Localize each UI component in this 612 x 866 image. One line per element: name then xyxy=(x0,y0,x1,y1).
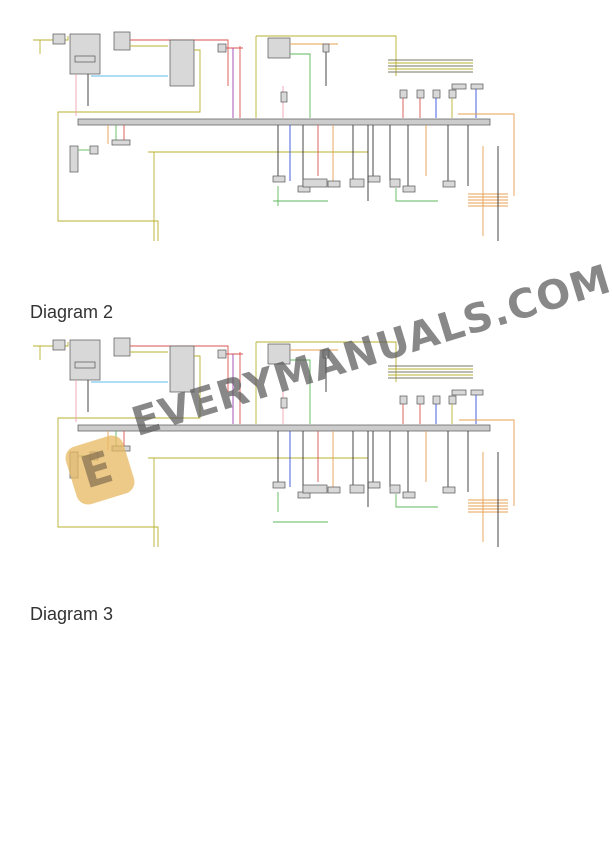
wire xyxy=(57,355,201,547)
component xyxy=(302,484,328,494)
diagram-2-heading: Diagram 2 xyxy=(30,302,114,322)
wire xyxy=(395,494,438,508)
component xyxy=(89,145,99,155)
wire xyxy=(33,36,69,41)
component xyxy=(69,451,79,479)
component xyxy=(217,349,227,359)
wiring-diagram-1 xyxy=(33,31,515,241)
component xyxy=(448,89,457,99)
component xyxy=(169,345,195,393)
component xyxy=(367,175,381,183)
component xyxy=(272,481,286,489)
component xyxy=(442,180,456,188)
component xyxy=(442,486,456,494)
main-harness-bus xyxy=(77,118,491,126)
component xyxy=(280,397,288,409)
component xyxy=(470,83,484,90)
component xyxy=(302,178,328,188)
component xyxy=(74,361,96,369)
component xyxy=(451,83,467,90)
component xyxy=(367,481,381,489)
component xyxy=(349,484,365,494)
component xyxy=(111,139,131,146)
component xyxy=(52,33,66,45)
component xyxy=(402,185,416,193)
component xyxy=(416,89,425,99)
component xyxy=(69,33,101,75)
component xyxy=(69,145,79,173)
component xyxy=(169,39,195,87)
wire xyxy=(459,419,515,506)
component xyxy=(470,389,484,396)
wire xyxy=(458,113,515,196)
component xyxy=(89,451,99,461)
component xyxy=(272,175,286,183)
component xyxy=(399,89,408,99)
component xyxy=(402,491,416,499)
component xyxy=(389,178,401,188)
component xyxy=(389,484,401,494)
component xyxy=(267,37,291,59)
wire xyxy=(57,49,201,241)
component xyxy=(74,55,96,63)
component xyxy=(113,31,131,51)
wire xyxy=(395,188,438,202)
wire xyxy=(130,39,229,86)
component xyxy=(217,43,227,53)
component xyxy=(267,343,291,365)
component xyxy=(448,395,457,405)
main-harness-bus xyxy=(77,424,491,432)
diagram-3-heading: Diagram 3 xyxy=(30,604,114,624)
component xyxy=(322,43,330,53)
component xyxy=(451,389,467,396)
component xyxy=(52,339,66,351)
component xyxy=(69,339,101,381)
component xyxy=(432,89,441,99)
component xyxy=(349,178,365,188)
component xyxy=(327,180,341,188)
component xyxy=(399,395,408,405)
component xyxy=(113,337,131,357)
component xyxy=(327,486,341,494)
wire xyxy=(33,342,69,347)
component xyxy=(322,349,330,359)
component xyxy=(432,395,441,405)
wire xyxy=(290,53,311,118)
wire xyxy=(290,359,311,424)
component xyxy=(111,445,131,452)
wire xyxy=(130,345,229,392)
wiring-diagram-2 xyxy=(33,337,515,547)
component xyxy=(280,91,288,103)
component xyxy=(416,395,425,405)
